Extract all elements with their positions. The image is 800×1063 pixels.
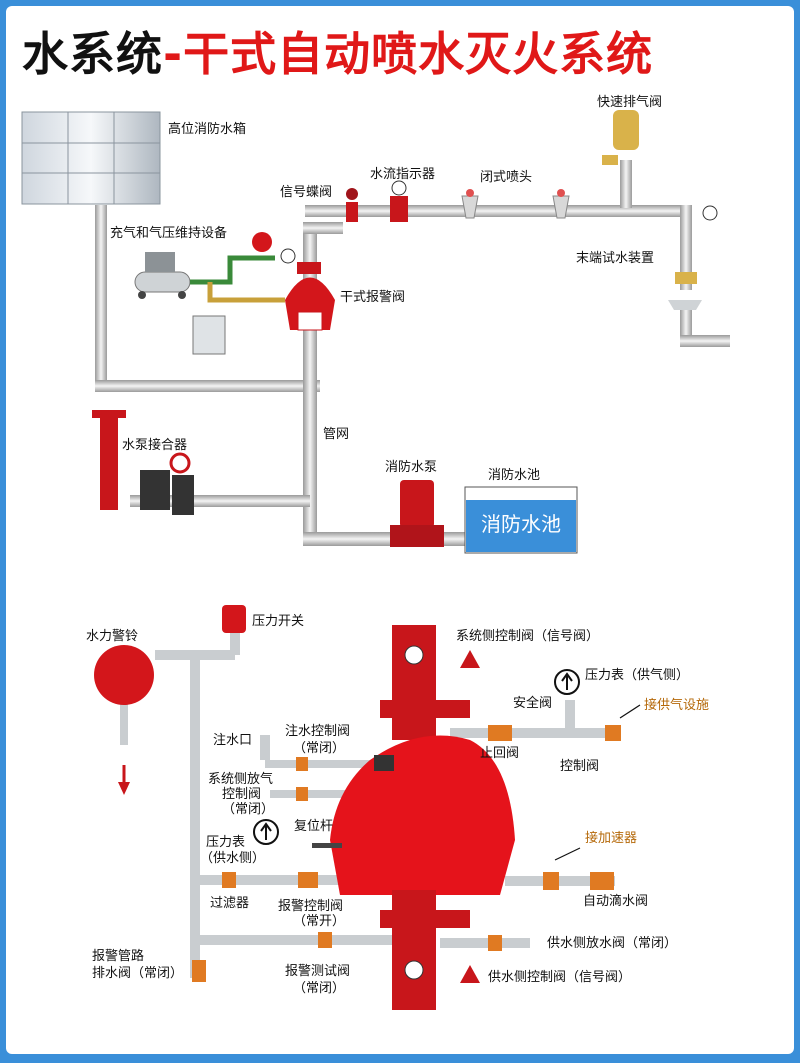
label-quick-vent: 快速排气阀 xyxy=(597,94,662,110)
label-reset-lever: 复位杆 xyxy=(294,819,333,834)
fire-pump xyxy=(390,480,444,547)
label-fire-pump: 消防水泵 xyxy=(385,459,437,475)
label-sys-drain-2: 控制阀 xyxy=(222,787,261,802)
label-closed-sprinkler: 闭式喷头 xyxy=(480,170,532,185)
air-compressor xyxy=(134,252,285,303)
label-pressure-switch: 压力开关 xyxy=(252,614,304,629)
label-gauge-air: 压力表（供气侧） xyxy=(585,667,689,683)
pump-adapter xyxy=(92,410,194,515)
label-alarm-bell: 水力警铃 xyxy=(86,628,138,644)
bottom-labels: 水力警铃 压力开关 系统侧控制阀（信号阀） 压力表（供气侧） 安全阀 接供气设施… xyxy=(86,614,709,996)
label-gauge-supply-2: （供水侧） xyxy=(200,851,265,866)
label-accelerator: 接加速器 xyxy=(585,830,637,846)
label-high-tank: 高位消防水箱 xyxy=(168,121,246,137)
label-alarm-ctrl-2: （常开） xyxy=(293,914,345,929)
bottom-pipes xyxy=(120,630,620,978)
label-sys-drain-1: 系统侧放气 xyxy=(208,771,273,787)
label-filter: 过滤器 xyxy=(210,896,249,911)
alarm-valve-body xyxy=(312,625,515,1010)
label-safety-valve: 安全阀 xyxy=(513,695,552,711)
label-sys-control-valve: 系统侧控制阀（信号阀） xyxy=(456,629,599,644)
high-water-tank xyxy=(21,111,161,205)
pointer-arrows xyxy=(554,704,641,861)
label-fill-valve-closed: （常闭） xyxy=(293,741,345,756)
label-sys-drain-3: （常闭） xyxy=(222,802,274,817)
label-end-test: 末端试水装置 xyxy=(576,251,654,266)
label-flow-indicator: 水流指示器 xyxy=(370,167,435,182)
small-valves xyxy=(192,725,621,982)
gauges xyxy=(253,669,580,845)
label-pipe-network: 管网 xyxy=(323,427,349,442)
label-supply-control: 供水侧控制阀（信号阀） xyxy=(488,970,631,985)
control-box xyxy=(192,315,226,355)
label-air-supply: 接供气设施 xyxy=(644,697,709,713)
label-alarm-ctrl-1: 报警控制阀 xyxy=(278,898,343,914)
label-fill-valve: 注水控制阀 xyxy=(285,724,350,739)
label-alarm-test-1: 报警测试阀 xyxy=(285,963,350,979)
label-supply-drain: 供水侧放水阀（常闭） xyxy=(547,936,677,951)
label-alarm-test-2: （常闭） xyxy=(293,981,345,996)
label-pump-adapter: 水泵接合器 xyxy=(122,437,187,453)
top-labels: 高位消防水箱 快速排气阀 信号蝶阀 水流指示器 闭式喷头 充气和气压维持设备 末… xyxy=(110,94,662,483)
label-signal-valve: 信号蝶阀 xyxy=(280,185,332,200)
poster-title: 水系统-干式自动喷水灭火系统 xyxy=(22,27,654,81)
label-air-equipment: 充气和气压维持设备 xyxy=(110,225,227,241)
label-auto-drip: 自动滴水阀 xyxy=(583,893,648,909)
fire-pool: 消防水池 xyxy=(464,486,578,554)
label-control-valve: 控制阀 xyxy=(560,759,599,774)
alarm-bell xyxy=(94,645,154,795)
label-alarm-drain-1: 报警管路 xyxy=(92,948,144,964)
pool-inner-text: 消防水池 xyxy=(481,512,561,536)
pressure-switch xyxy=(222,605,246,633)
label-alarm-drain-2: 排水阀（常闭） xyxy=(92,966,183,981)
label-check-valve: 止回阀 xyxy=(480,746,519,761)
label-gauge-supply-1: 压力表 xyxy=(206,835,245,850)
dry-alarm-valve-top xyxy=(252,232,335,331)
top-valves xyxy=(346,110,718,310)
label-fire-pool: 消防水池 xyxy=(488,467,540,483)
label-fill-port: 注水口 xyxy=(213,733,252,748)
label-dry-alarm-valve: 干式报警阀 xyxy=(340,289,405,305)
